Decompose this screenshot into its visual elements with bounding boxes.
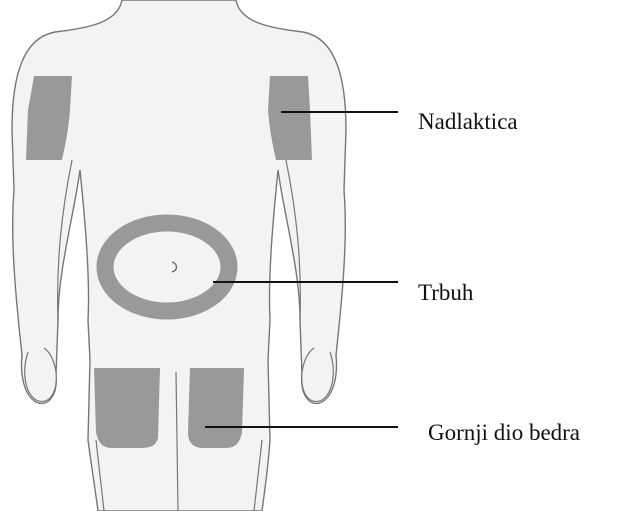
upper-arm-label: Nadlaktica bbox=[418, 110, 518, 133]
left-hand bbox=[25, 348, 57, 402]
upper-arm-right-area bbox=[268, 76, 312, 160]
abdomen-label: Trbuh bbox=[418, 281, 473, 304]
thigh-right-area bbox=[188, 368, 244, 448]
right-hand bbox=[302, 348, 334, 402]
thigh-label: Gornji dio bedra bbox=[428, 421, 580, 444]
thigh-left-area bbox=[94, 368, 160, 448]
